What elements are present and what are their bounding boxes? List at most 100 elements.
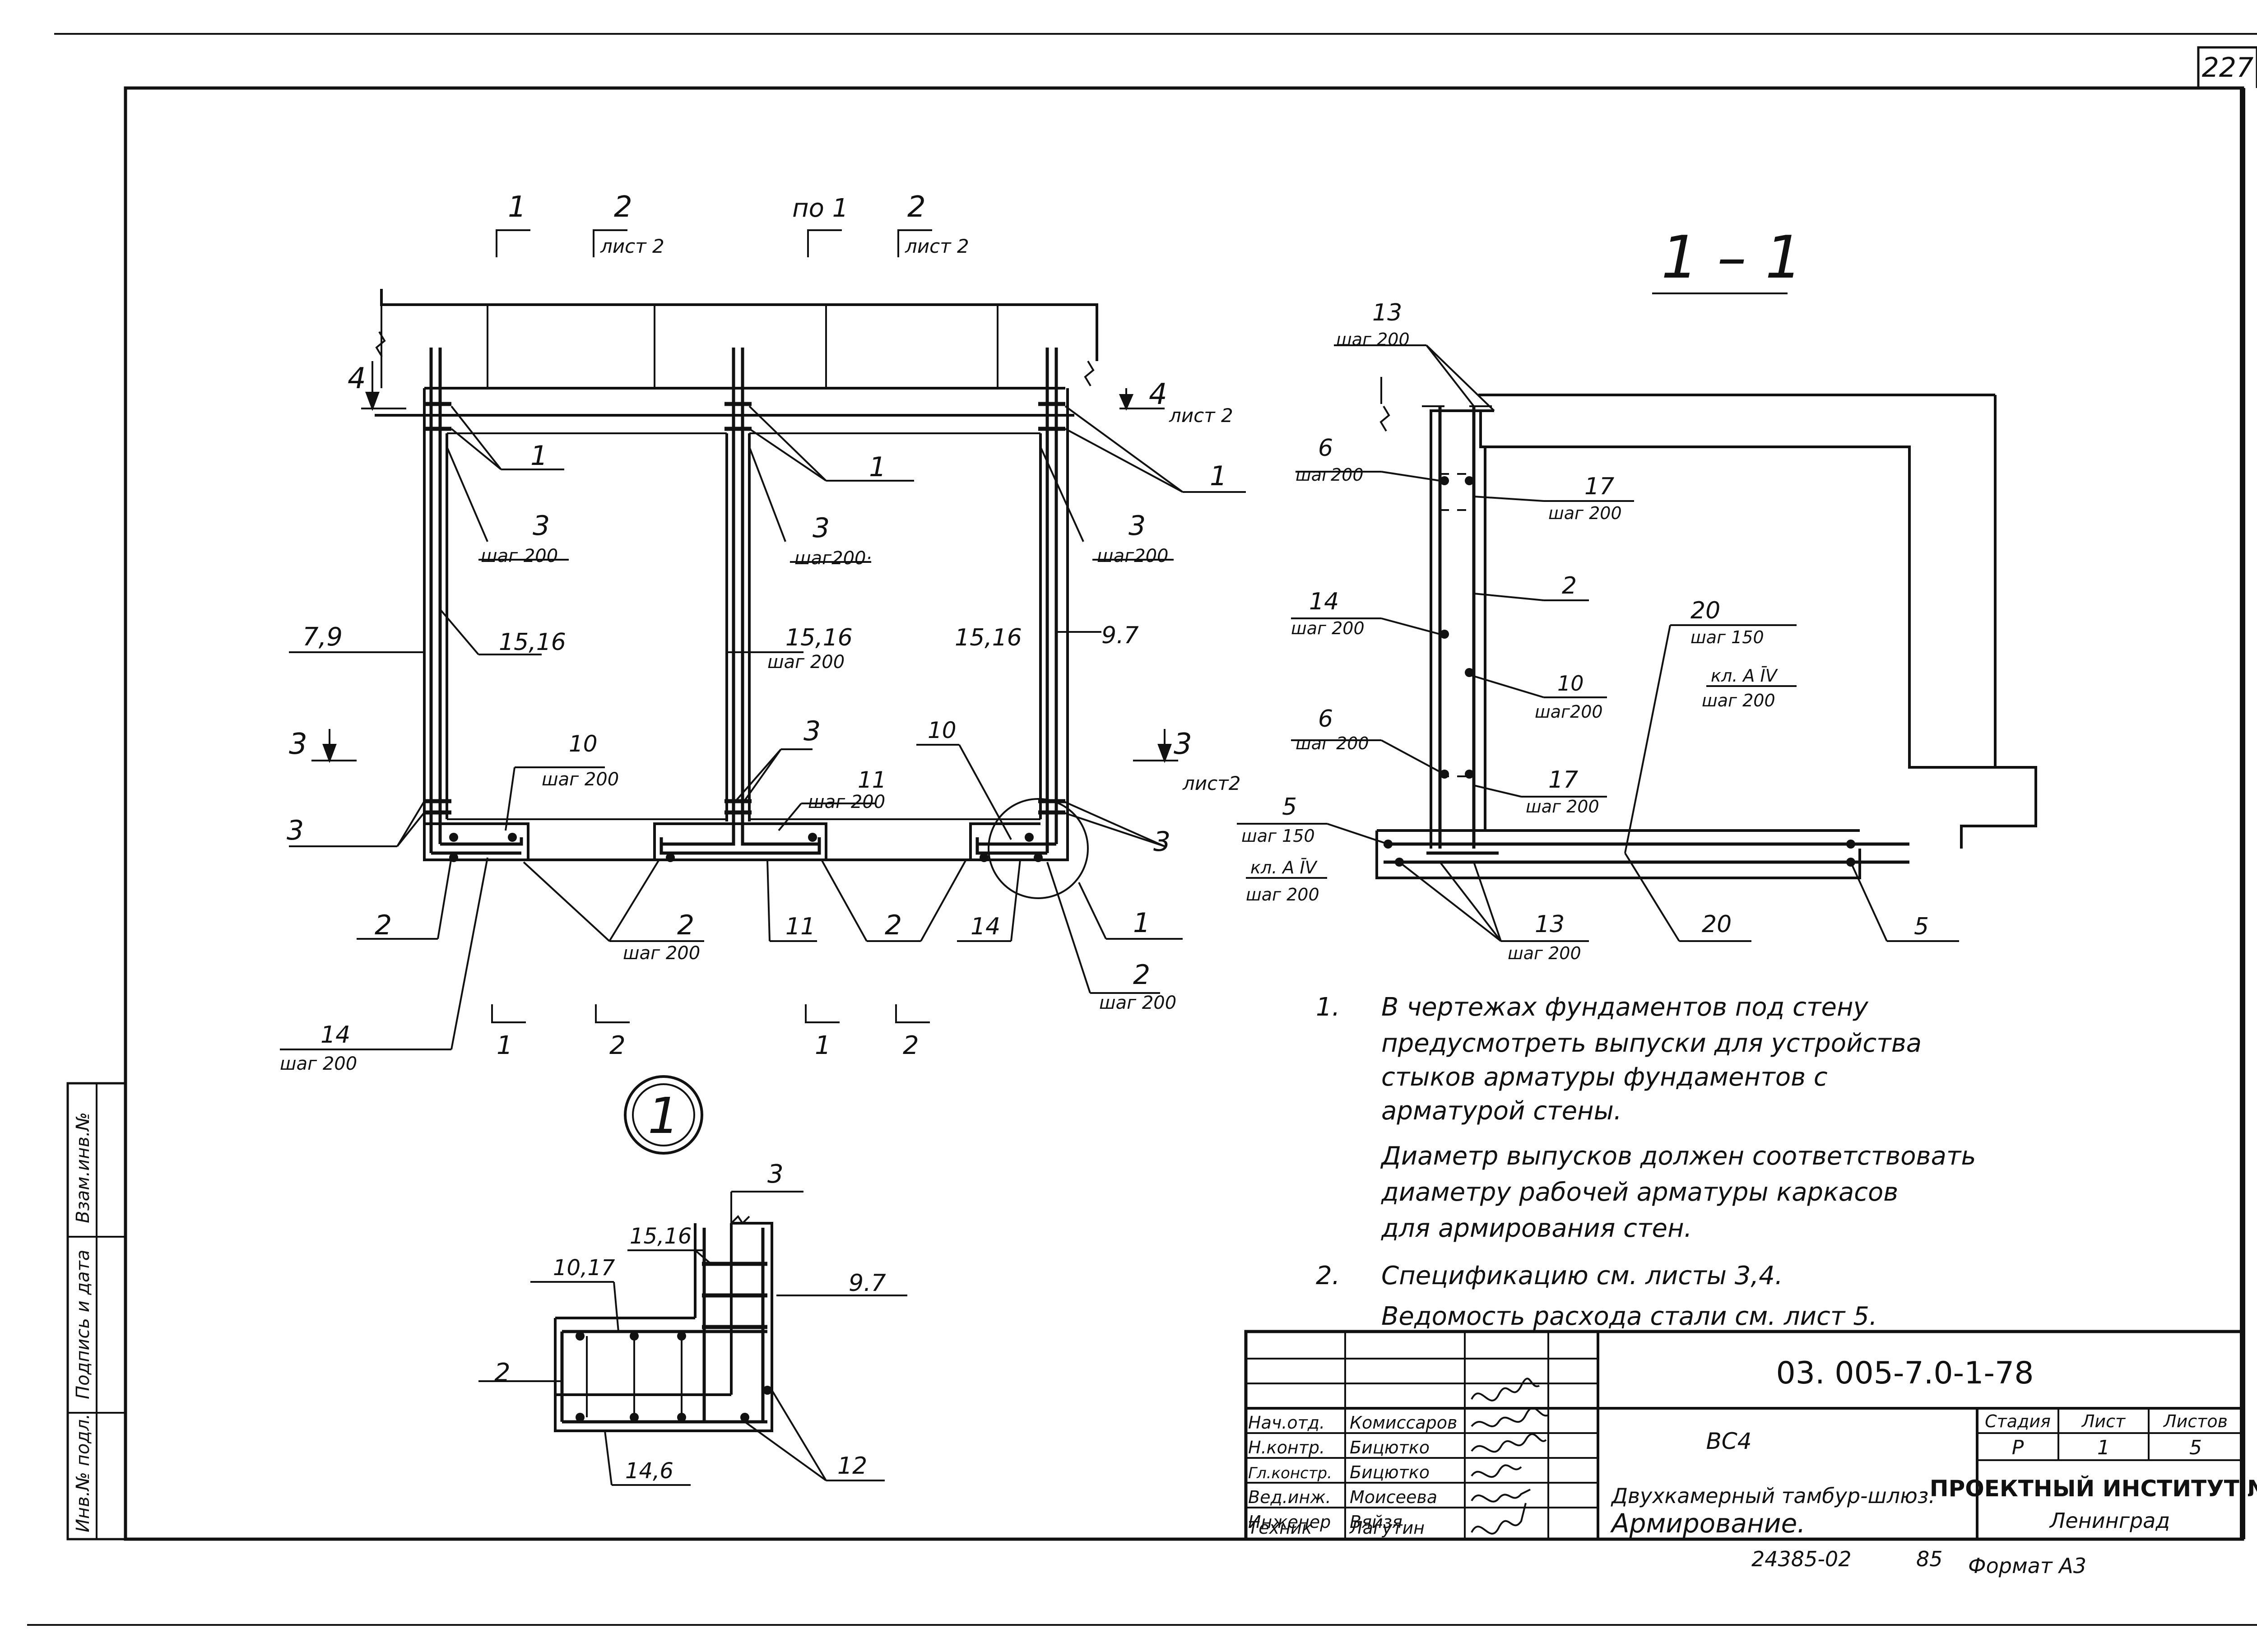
tb-name-1: Бицютко	[1350, 1438, 1430, 1457]
sec-17b: 17	[1548, 766, 1578, 794]
sec-6a: 6	[1318, 435, 1333, 462]
sheet-frame: 227	[27, 33, 2257, 1626]
cut-2-bottom-a: 2	[609, 1031, 626, 1060]
cut-2-top-b: 2	[907, 190, 926, 224]
archive-number: 24385-02	[1751, 1547, 1851, 1571]
label-11a: 11	[858, 767, 887, 793]
subject-line-1: Двухкамерный тамбур-шлюз.	[1611, 1484, 1935, 1508]
label-97: 9.7	[1101, 622, 1139, 649]
sheet-number: 227	[2202, 52, 2254, 84]
tb-role-5: Техник	[1248, 1518, 1312, 1538]
label-2b: 2	[677, 910, 694, 941]
stamp-original-inv: Инв.№ подл.	[73, 1414, 93, 1532]
sec-13a: 13	[1372, 299, 1402, 326]
section4-sheet: лист 2	[1169, 404, 1233, 427]
section-title: 1 – 1	[1661, 223, 1802, 292]
note-1-line-7: для армирования стен.	[1381, 1214, 1692, 1243]
label-3a: 3	[533, 510, 550, 542]
sec-20b: 20	[1702, 911, 1732, 938]
section3-right: 3	[1174, 728, 1192, 761]
notes: 1. В чертежах фундаментов под стену пред…	[1316, 993, 1976, 1331]
cut-1-bottom-b: 1	[815, 1031, 831, 1060]
col-sheets: Листов	[2163, 1411, 2228, 1431]
tb-name-0: Комиссаров	[1350, 1413, 1457, 1433]
cut-2-bottom-b: 2	[903, 1031, 919, 1060]
node-3: 3	[767, 1160, 784, 1189]
label-1d: 1	[1133, 907, 1150, 939]
label-10a-step: шаг 200	[542, 769, 619, 790]
note-1-line-4: арматурой стены.	[1381, 1096, 1622, 1126]
node-1017: 10,17	[553, 1255, 615, 1281]
sec-10: 10	[1557, 671, 1584, 696]
cut-1-top: 1	[508, 190, 526, 224]
label-2d-step: шаг 200	[1099, 993, 1176, 1013]
object-code: ВС4	[1706, 1428, 1751, 1454]
label-1516b: 15,16	[785, 624, 853, 651]
side-stamp: Взам.инв.№ Подпись и дата Инв.№ подл.	[66, 1082, 127, 1541]
label-1516c: 15,16	[955, 624, 1022, 651]
tb-role-0: Нач.отд.	[1248, 1413, 1325, 1433]
sheet-value: 1	[2097, 1436, 2110, 1459]
sec-2: 2	[1562, 572, 1577, 599]
tb-name-3: Моисеева	[1350, 1487, 1437, 1507]
copy-code: 85	[1916, 1547, 1943, 1571]
note-1-line-5: Диаметр выпусков должен соответствовать	[1380, 1142, 1976, 1171]
label-3b: 3	[813, 512, 830, 544]
label-1516b-step: шаг 200	[767, 652, 845, 673]
plan-drawing: 1 2 лист 2 по 1 2 лист 2 1 2 1 2 4 4 лис…	[280, 190, 1246, 1074]
note-1-line-1: В чертежах фундаментов под стену	[1381, 993, 1869, 1022]
label-10b: 10	[928, 717, 957, 743]
note-1-line-3: стыков арматуры фундаментов с	[1381, 1063, 1828, 1092]
sec-cls1: кл. A ĪV	[1711, 666, 1779, 686]
label-14b: 14	[320, 1021, 350, 1049]
label-3mid: 3	[803, 715, 821, 747]
stamp-replace-inv: Взам.инв.№	[73, 1112, 93, 1223]
cut-2-sheet-a: лист 2	[600, 235, 664, 257]
label-14a: 14	[971, 913, 1000, 940]
section4-left: 4	[348, 362, 366, 395]
label-14b-step: шаг 200	[280, 1053, 357, 1074]
section-1-1: 1 – 1	[1237, 223, 2037, 963]
tb-name-5: Лагутин	[1349, 1518, 1425, 1538]
label-2c: 2	[885, 910, 902, 941]
sec-20a: 20	[1690, 597, 1720, 624]
sec-5b: 5	[1914, 913, 1929, 940]
tb-role-3: Вед.инж.	[1248, 1487, 1331, 1507]
label-3left: 3	[287, 815, 304, 846]
label-1c: 1	[1210, 460, 1227, 492]
label-3right: 3	[1153, 826, 1170, 858]
sec-6a-step: шаг200	[1296, 465, 1364, 485]
sec-6b: 6	[1318, 705, 1333, 733]
section4-right: 4	[1149, 378, 1167, 411]
col-sheet: Лист	[2081, 1411, 2126, 1431]
label-2a: 2	[375, 910, 392, 941]
sec-13a-step: шаг 200	[1336, 329, 1410, 349]
sheets-value: 5	[2189, 1436, 2202, 1459]
signatures	[1471, 1378, 1549, 1535]
sec-13b: 13	[1535, 911, 1565, 938]
sec-5a: 5	[1282, 794, 1297, 821]
section3-left: 3	[289, 728, 307, 761]
org-line-1: ПРОЕКТНЫЙ ИНСТИТУТ №1	[1930, 1475, 2257, 1502]
sec-14: 14	[1309, 588, 1339, 615]
paper-format: Формат А3	[1968, 1554, 2086, 1578]
note-1-number: 1.	[1316, 993, 1340, 1022]
label-1b: 1	[869, 451, 886, 483]
sec-17a: 17	[1584, 473, 1614, 500]
cut-1-bottom-a: 1	[497, 1031, 513, 1060]
tb-role-1: Н.контр.	[1248, 1438, 1325, 1457]
node-146: 14,6	[625, 1458, 673, 1484]
col-stage: Стадия	[1985, 1411, 2051, 1431]
tb-name-4: Вяйзя	[1350, 1512, 1402, 1532]
node-12: 12	[837, 1452, 867, 1480]
sec-13b-step: шаг 200	[1508, 943, 1581, 963]
section3-sheet: лист2	[1182, 772, 1240, 794]
label-2d: 2	[1133, 959, 1150, 991]
label-11b: 11	[785, 913, 815, 940]
sec-cls2: кл. A ĪV	[1250, 858, 1318, 877]
label-3a-step: шаг 200	[481, 546, 558, 566]
label-1a: 1	[530, 440, 548, 472]
label-3b-step: шаг200·	[794, 548, 872, 569]
note-1-line-6: диаметру рабочей арматуры каркасов	[1381, 1178, 1898, 1207]
